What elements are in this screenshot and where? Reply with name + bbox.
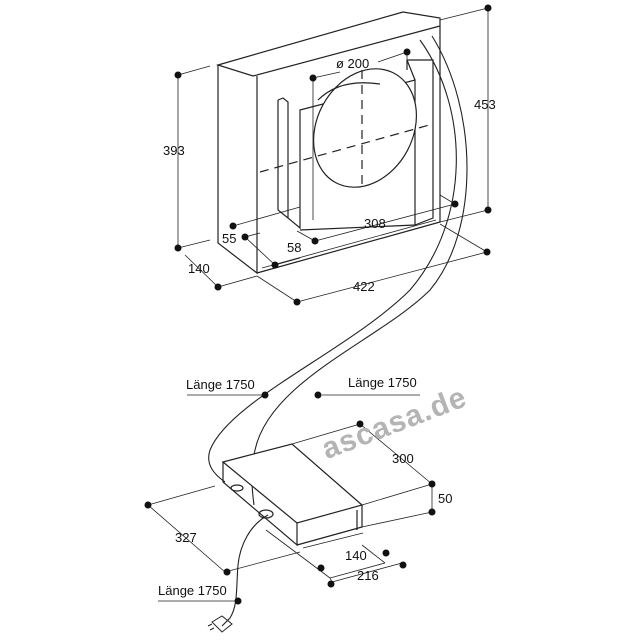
- bracket-140-label: 140: [345, 548, 367, 563]
- depth-140-label: 140: [188, 261, 210, 276]
- diameter-200-label: ø 200: [336, 56, 370, 71]
- upper-unit-outline: [215, 11, 441, 275]
- upper-dimension-dots: [174, 4, 492, 306]
- height-453-label: 453: [474, 97, 496, 112]
- offset-55-label: 55: [222, 231, 237, 246]
- depth-300-label: 300: [392, 451, 414, 466]
- height-393-label: 393: [163, 143, 185, 158]
- power-cable-length-label: Länge 1750: [158, 583, 227, 598]
- width-422-label: 422: [353, 279, 375, 294]
- offset-58-label: 58: [287, 240, 302, 255]
- width-327-label: 327: [175, 530, 197, 545]
- width-308-label: 308: [364, 216, 386, 231]
- bracket-216-label: 216: [357, 568, 379, 583]
- left-cable-length-label: Länge 1750: [186, 377, 255, 392]
- height-50-label: 50: [438, 491, 453, 506]
- power-plug-icon: [207, 615, 233, 633]
- upper-dimension-lines: [177, 7, 489, 303]
- lower-dimension-dots: [144, 391, 436, 605]
- lower-dimension-lines: [147, 423, 433, 583]
- right-cable-length-label: Länge 1750: [348, 375, 417, 390]
- cable-leaders: [158, 394, 420, 602]
